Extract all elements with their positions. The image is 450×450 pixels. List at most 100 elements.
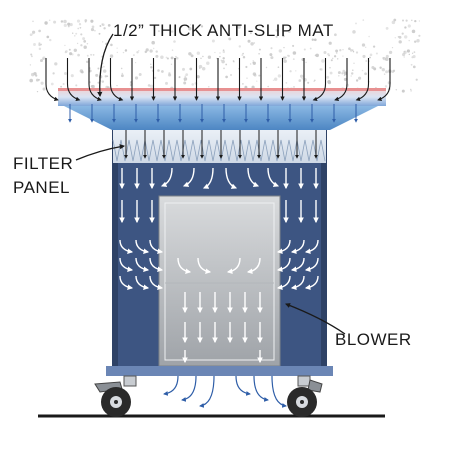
- airflow-arrow: [160, 167, 173, 187]
- dust-particle: [30, 53, 33, 56]
- dust-particle: [74, 35, 76, 37]
- dust-particle: [416, 38, 420, 43]
- dust-particle: [337, 71, 341, 75]
- airflow-arrow: [226, 257, 241, 275]
- dust-particle: [150, 66, 153, 69]
- dust-particle: [121, 74, 124, 78]
- dust-particle: [330, 59, 333, 62]
- dust-particle: [76, 42, 79, 45]
- dust-particle: [36, 90, 39, 93]
- dust-particle: [244, 85, 248, 89]
- dust-particle: [63, 19, 67, 24]
- dust-particle: [102, 62, 104, 64]
- dust-particle: [97, 81, 100, 84]
- dust-particle: [188, 27, 192, 31]
- dust-particle: [198, 64, 203, 69]
- filter-panel-label-line1: FILTER: [13, 154, 74, 173]
- dust-particle: [207, 55, 212, 59]
- dust-particle: [147, 84, 151, 87]
- right-caster: [287, 375, 323, 417]
- exhaust-arrow: [235, 375, 251, 396]
- dust-particle: [253, 74, 257, 77]
- dust-particle: [98, 32, 101, 35]
- dust-particle: [175, 56, 179, 60]
- exhaust-arrow: [271, 375, 287, 408]
- dust-particle: [282, 56, 286, 60]
- dust-particle: [171, 49, 174, 51]
- dust-particle: [388, 50, 393, 55]
- dust-particle: [29, 78, 33, 83]
- dust-particle: [109, 54, 114, 58]
- dust-particle: [398, 40, 402, 44]
- dust-particle: [77, 53, 80, 57]
- dust-particle: [342, 49, 344, 51]
- dust-particle: [328, 41, 332, 45]
- dust-particle: [415, 78, 418, 81]
- dust-particle: [361, 43, 366, 47]
- dust-particle: [107, 24, 111, 27]
- dust-particle: [341, 72, 344, 75]
- dust-particle: [256, 80, 258, 82]
- dust-particle: [292, 44, 295, 47]
- dust-particle: [219, 52, 221, 54]
- incoming-air-arrow: [355, 58, 370, 101]
- blower-pointer-line: [285, 303, 346, 335]
- dust-particle: [350, 72, 354, 75]
- dust-particle: [63, 23, 67, 28]
- dust-particle: [362, 54, 366, 58]
- dust-particle: [252, 61, 256, 65]
- dust-particle: [233, 61, 235, 63]
- dust-particle: [101, 23, 105, 27]
- dust-particle: [368, 35, 370, 38]
- dust-particle: [153, 76, 157, 80]
- dust-particle: [342, 55, 344, 57]
- dust-particle: [410, 89, 413, 92]
- dust-particle: [40, 43, 43, 46]
- dust-particle: [33, 43, 36, 46]
- dust-particle: [29, 33, 33, 37]
- dust-particle: [191, 83, 194, 86]
- dust-particle: [411, 52, 414, 54]
- mat-label: 1/2” THICK ANTI-SLIP MAT: [113, 21, 334, 40]
- dust-particle: [152, 47, 155, 50]
- dust-particle: [64, 72, 67, 75]
- dust-particle: [136, 51, 139, 54]
- dust-particle: [319, 68, 322, 71]
- dust-particle: [299, 74, 304, 78]
- dust-particle: [242, 52, 244, 55]
- dust-particle: [80, 33, 83, 36]
- dust-particle: [83, 40, 87, 43]
- dust-particle: [375, 52, 378, 55]
- dust-particle: [138, 73, 142, 76]
- dust-particle: [211, 39, 215, 43]
- dust-particle: [32, 20, 34, 23]
- mat-pointer-line: [97, 33, 114, 98]
- dust-particle: [30, 72, 35, 77]
- dust-particle: [383, 73, 386, 75]
- exhaust-arrow: [199, 375, 215, 408]
- dust-particle: [116, 47, 118, 49]
- dust-particle: [229, 73, 233, 77]
- airflow-arrow: [247, 167, 260, 187]
- cabinet-left-edge: [112, 130, 118, 372]
- dust-particle: [372, 45, 376, 48]
- dust-particle: [189, 67, 193, 71]
- dust-particle: [90, 28, 95, 32]
- dust-particle: [343, 74, 346, 77]
- dust-particle: [200, 25, 204, 28]
- dust-particle: [269, 53, 273, 57]
- dust-particle: [38, 43, 41, 47]
- dust-particle: [272, 79, 275, 82]
- dust-particle: [219, 55, 221, 58]
- dust-particle: [183, 81, 187, 85]
- dust-particle: [265, 66, 268, 69]
- airflow-arrow: [225, 167, 238, 189]
- airflow-arrow: [135, 275, 150, 291]
- exhaust-arrow: [253, 375, 269, 402]
- dust-particle: [75, 84, 78, 87]
- airflow-arrow: [290, 257, 305, 273]
- dust-particle: [335, 49, 339, 53]
- dust-particle: [303, 48, 306, 51]
- dust-particle: [50, 82, 54, 86]
